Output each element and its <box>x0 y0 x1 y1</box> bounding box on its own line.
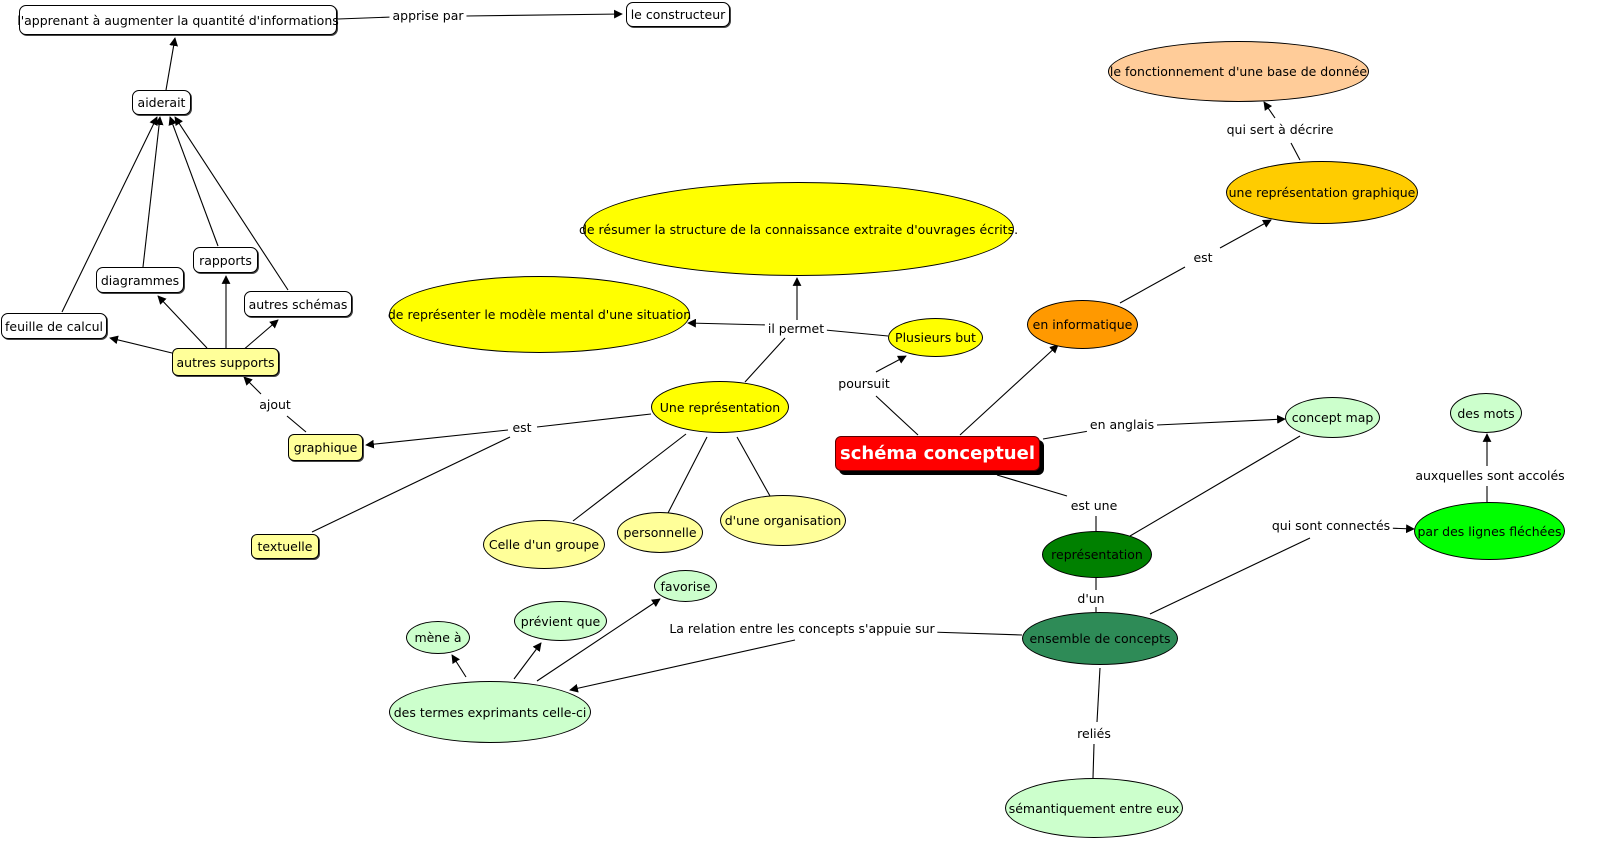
concept-representer[interactable]: de représenter le modèle mental d'une si… <box>388 276 691 353</box>
concept-personnelle[interactable]: personnelle <box>617 512 703 553</box>
concept-fonctionnement[interactable]: le fonctionnement d'une base de donnée <box>1108 41 1369 102</box>
concept-constructeur[interactable]: le constructeur <box>626 2 730 27</box>
link-label-ajout: ajout <box>256 397 294 413</box>
link-label-est-une: est une <box>1067 498 1121 514</box>
link-label-est-graphique: est <box>509 420 535 436</box>
concept-en-informatique[interactable]: en informatique <box>1027 300 1138 349</box>
concept-previent[interactable]: prévient que <box>514 601 607 641</box>
concept-feuille-calcul[interactable]: feuille de calcul <box>1 313 107 339</box>
link-label-apprise-par: apprise par <box>389 8 467 24</box>
link-label-qui-sert: qui sert à décrire <box>1223 122 1337 138</box>
link-label-il-permet: il permet <box>764 321 828 337</box>
concept-graphique[interactable]: graphique <box>288 434 363 461</box>
link-label-relation: La relation entre les concepts s'appuie … <box>666 621 938 637</box>
link-label-poursuit: poursuit <box>835 376 893 392</box>
concept-diagrammes[interactable]: diagrammes <box>96 267 184 293</box>
concept-celle-groupe[interactable]: Celle d'un groupe <box>483 520 605 569</box>
concept-representation[interactable]: représentation <box>1042 531 1152 578</box>
concept-termes[interactable]: des termes exprimants celle-ci <box>389 681 591 743</box>
concept-mene[interactable]: mène à <box>406 621 470 654</box>
concept-textuelle[interactable]: textuelle <box>251 534 319 559</box>
concept-autres-schemas[interactable]: autres schémas <box>244 291 352 317</box>
concept-favorise[interactable]: favorise <box>654 570 717 602</box>
concept-autres-supports[interactable]: autres supports <box>172 348 279 376</box>
concept-rapports[interactable]: rapports <box>193 247 258 273</box>
link-label-qui-sont: qui sont connectés <box>1268 518 1394 534</box>
link-label-relies: reliés <box>1074 726 1114 742</box>
concept-lignes-flechees[interactable]: par des lignes fléchées <box>1414 502 1565 560</box>
concept-des-mots[interactable]: des mots <box>1450 393 1522 433</box>
concept-une-representation[interactable]: Une représentation <box>651 381 789 433</box>
link-label-dun: d'un <box>1074 591 1108 607</box>
concept-semantiquement[interactable]: sémantiquement entre eux <box>1005 778 1183 838</box>
concept-concept-map[interactable]: concept map <box>1285 397 1380 438</box>
link-label-auxquelles: auxquelles sont accolés <box>1412 468 1568 484</box>
concept-representation-graphique[interactable]: une représentation graphique <box>1226 161 1418 224</box>
link-label-en-anglais: en anglais <box>1086 417 1158 433</box>
link-label-est-info: est <box>1190 250 1216 266</box>
concept-schema-conceptuel[interactable]: schéma conceptuel <box>835 436 1040 471</box>
concept-organisation[interactable]: d'une organisation <box>720 495 846 546</box>
concept-apprenant[interactable]: l'apprenant à augmenter la quantité d'in… <box>17 5 339 35</box>
concept-plusieurs-but[interactable]: Plusieurs but <box>888 318 983 357</box>
concept-resumer[interactable]: de résumer la structure de la connaissan… <box>579 182 1018 276</box>
concept-ensemble-concepts[interactable]: ensemble de concepts <box>1022 612 1178 665</box>
concept-aiderait[interactable]: aiderait <box>132 90 191 115</box>
